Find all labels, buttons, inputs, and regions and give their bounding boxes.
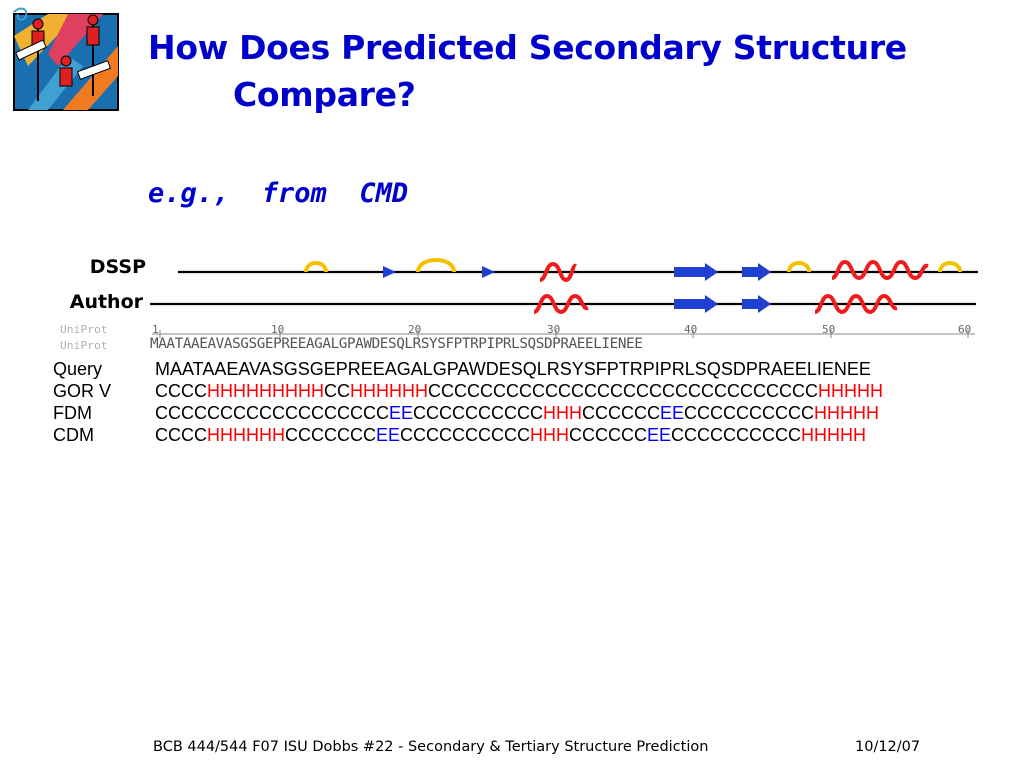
alignment-sequence: MAATAAEAVASGSGEPREEAGALGPAWDESQLRSYSFPTR… — [155, 358, 871, 380]
sequence-segment: CCCC — [155, 381, 207, 401]
ruler-tick-label: 40 — [684, 323, 698, 336]
ruler-tick-label: 60 — [958, 323, 972, 336]
uniprot-label: UniProt — [60, 339, 108, 352]
sequence-segment: CCCCCCC — [285, 425, 376, 445]
alignment-row: GOR V CCCCHHHHHHHHHCCHHHHHHCCCCCCCCCCCCCC… — [53, 380, 1024, 402]
sequence-segment: CCCCCCCCCCCCCCCCCC — [155, 403, 389, 423]
title-line-1: How Does Predicted Secondary Structure — [148, 28, 907, 67]
sequence-segment: CCCCCCCCCC — [413, 403, 543, 423]
ruler-tick-label: 50 — [822, 323, 836, 336]
prediction-alignment: Query MAATAAEAVASGSGEPREEAGALGPAWDESQLRSY… — [53, 358, 1024, 446]
helix-mark — [814, 293, 898, 315]
helix-mark — [539, 261, 577, 283]
alignment-sequence: CCCCHHHHHHHHHCCHHHHHHCCCCCCCCCCCCCCCCCCC… — [155, 380, 883, 402]
helix-segment: HHHHHH — [207, 425, 285, 445]
alignment-row: Query MAATAAEAVASGSGEPREEAGALGPAWDESQLRSY… — [53, 358, 1024, 380]
helix-segment: HHH — [530, 425, 570, 445]
secondary-structure-diagram — [150, 258, 978, 338]
strand-segment: EE — [388, 403, 413, 423]
turn-mark — [304, 261, 328, 273]
title-line-2: Compare? — [233, 75, 416, 114]
sequence-segment: CCCCCC — [582, 403, 660, 423]
helix-mark — [831, 259, 929, 281]
alignment-row-label: GOR V — [53, 381, 112, 401]
ruler-tick-label: 10 — [271, 323, 285, 336]
sequence-segment: CCCCCC — [569, 425, 648, 445]
slide-title: How Does Predicted Secondary Structure C… — [148, 24, 907, 118]
ruler-tick-label: 20 — [408, 323, 422, 336]
sequence-segment: CC — [324, 381, 350, 401]
footer-date: 10/12/07 — [855, 739, 921, 755]
sequence-segment: CCCCCCCCCC — [671, 425, 802, 445]
strand-segment: EE — [376, 425, 401, 445]
strand-segment: EE — [647, 425, 672, 445]
dssp-turns — [304, 258, 962, 273]
alignment-row-label: FDM — [53, 403, 92, 423]
sequence-segment: CCCCCCCCCC — [684, 403, 815, 423]
helix-segment: HHHHHH — [350, 381, 428, 401]
helix-segment: HHHHH — [801, 425, 867, 445]
alignment-row-label: CDM — [53, 425, 94, 445]
turn-mark — [787, 261, 811, 273]
strand-segment: EE — [660, 403, 685, 423]
uniprot-sequence: MAATAAEAVASGSGEPREEAGALGPAWDESQLRSYSFPTR… — [150, 336, 643, 352]
footer-course: BCB 444/544 F07 ISU Dobbs #22 - Secondar… — [153, 739, 709, 755]
sequence-segment: CCCCCCCCCCCCCCCCCCCCCCCCCCCCCC — [428, 381, 818, 401]
strand-arrow — [482, 266, 495, 278]
alignment-sequence: CCCCCCCCCCCCCCCCCCEECCCCCCCCCCHHHCCCCCCE… — [155, 402, 879, 424]
strand-arrow — [742, 295, 771, 313]
sequence-segment: MAATAAEAVASGSGEPREEAGALGPAWDESQLRSYSFPTR… — [155, 359, 871, 379]
slide-subtitle: e.g., from CMD — [148, 178, 409, 209]
alignment-sequence: CCCCHHHHHHCCCCCCCEECCCCCCCCCCHHHCCCCCCEE… — [155, 424, 866, 446]
track-label-dssp: DSSP — [89, 256, 146, 278]
author-helices — [533, 293, 898, 315]
sequence-ruler — [152, 330, 975, 338]
alignment-row-label: Query — [53, 359, 103, 379]
dssp-helices — [539, 259, 929, 283]
turn-mark — [938, 261, 962, 273]
ruler-tick-label: 30 — [547, 323, 561, 336]
strand-arrow — [674, 295, 718, 313]
helix-segment: HHHHHHHHH — [207, 381, 324, 401]
decorative-logo-image — [13, 7, 119, 111]
uniprot-label: UniProt — [60, 323, 108, 336]
dssp-strands — [383, 263, 771, 281]
helix-segment: HHHHH — [814, 403, 880, 423]
strand-arrow — [674, 263, 718, 281]
sequence-segment: CCCCCCCCCC — [400, 425, 531, 445]
turn-mark — [416, 258, 456, 273]
sequence-segment: CCCC — [155, 425, 207, 445]
helix-segment: HHHHH — [817, 381, 883, 401]
helix-mark — [533, 293, 589, 315]
track-label-author: Author — [69, 291, 143, 313]
ruler-tick-label: 1 — [152, 323, 159, 336]
author-strands — [674, 295, 771, 313]
helix-segment: HHH — [543, 403, 582, 423]
strand-arrow — [742, 263, 771, 281]
strand-arrow — [383, 266, 396, 278]
